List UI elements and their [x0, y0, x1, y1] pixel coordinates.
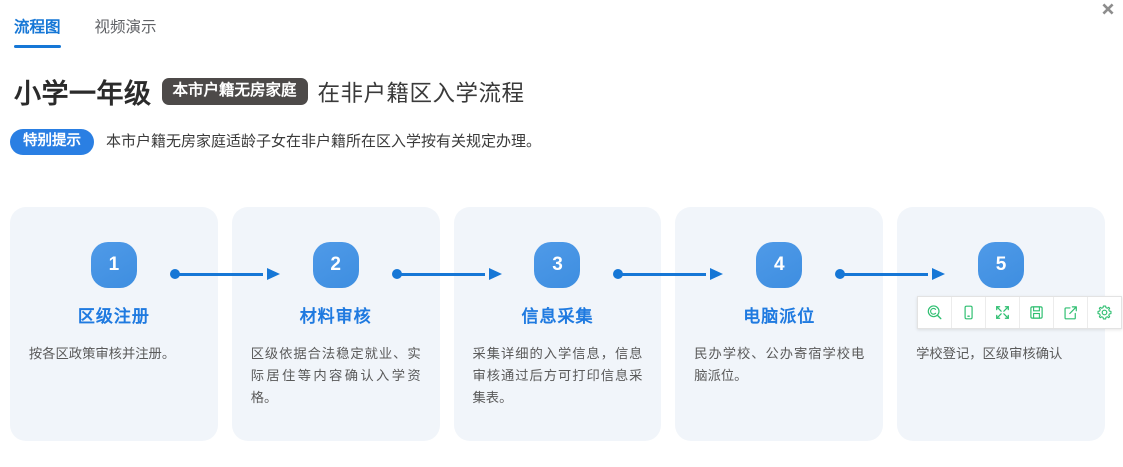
- notice-row: 特别提示 本市户籍无房家庭适龄子女在非户籍所在区入学按有关规定办理。: [10, 129, 541, 155]
- connector-dot: [835, 269, 846, 279]
- share-export-icon[interactable]: [1054, 297, 1088, 328]
- zoom-search-icon[interactable]: [918, 297, 952, 328]
- fullscreen-expand-glyph: [996, 306, 1009, 319]
- flow-step-card-2[interactable]: 2 材料审核 区级依据合法稳定就业、实际居住等内容确认入学资格。: [231, 207, 502, 441]
- mobile-phone-icon[interactable]: [952, 297, 986, 328]
- step-title: 材料审核: [299, 307, 372, 326]
- step-description: 区级依据合法稳定就业、实际居住等内容确认入学资格。: [250, 346, 421, 405]
- step-title: 电脑派位: [743, 307, 816, 326]
- gear-settings-glyph: [1097, 305, 1112, 320]
- tab-flowchart[interactable]: 流程图: [14, 18, 61, 48]
- connector-dot: [613, 269, 624, 279]
- tab-video-demo[interactable]: 视频演示: [94, 19, 157, 36]
- connector-dot: [391, 269, 402, 279]
- flow-steps: 1 区级注册 按各区政策审核并注册。 2 材料审核 区级依据合法稳定就业、实际居…: [10, 207, 1105, 441]
- page-title: 小学一年级 本市户籍无房家庭 在非户籍区入学流程: [14, 72, 525, 111]
- step-number-badge: 2: [312, 242, 359, 288]
- save-floppy-icon[interactable]: [1020, 297, 1054, 328]
- flow-step-card-4[interactable]: 4 电脑派位 民办学校、公办寄宿学校电脑派位。: [675, 207, 946, 441]
- page-title-tail: 在非户籍区入学流程: [317, 80, 525, 106]
- connector-dot: [169, 269, 180, 279]
- page-title-badge: 本市户籍无房家庭: [161, 78, 308, 105]
- close-icon[interactable]: [1097, 0, 1119, 20]
- tab-bar: 流程图 视频演示: [14, 14, 157, 48]
- flow-step-card-1[interactable]: 1 区级注册 按各区政策审核并注册。: [10, 207, 280, 441]
- gear-settings-icon[interactable]: [1088, 297, 1121, 328]
- step-title: 区级注册: [77, 307, 150, 326]
- step-number-badge: 5: [978, 242, 1025, 288]
- page-title-main: 小学一年级: [14, 79, 152, 109]
- share-export-glyph: [1064, 306, 1077, 320]
- step-title: 信息采集: [521, 307, 594, 326]
- save-floppy-glyph: [1030, 306, 1043, 319]
- fullscreen-expand-icon[interactable]: [986, 297, 1020, 328]
- step-description: 按各区政策审核并注册。: [28, 346, 176, 361]
- step-description: 学校登记，区级审核确认: [916, 346, 1063, 361]
- close-glyph: [1102, 3, 1114, 15]
- flow-step-card-3[interactable]: 3 信息采集 采集详细的入学信息，信息审核通过后方可打印信息采集表。: [453, 207, 724, 441]
- step-number-badge: 1: [90, 242, 137, 288]
- zoom-search-glyph: [927, 305, 942, 320]
- mobile-phone-glyph: [964, 305, 973, 320]
- step-description: 采集详细的入学信息，信息审核通过后方可打印信息采集表。: [472, 346, 643, 405]
- notice-badge: 特别提示: [10, 129, 94, 155]
- step-number-badge: 3: [534, 242, 581, 288]
- step-description: 民办学校、公办寄宿学校电脑派位。: [694, 346, 865, 383]
- notice-text: 本市户籍无房家庭适龄子女在非户籍所在区入学按有关规定办理。: [106, 133, 542, 150]
- step-number-badge: 4: [756, 242, 803, 288]
- image-hover-toolbar[interactable]: [917, 296, 1122, 329]
